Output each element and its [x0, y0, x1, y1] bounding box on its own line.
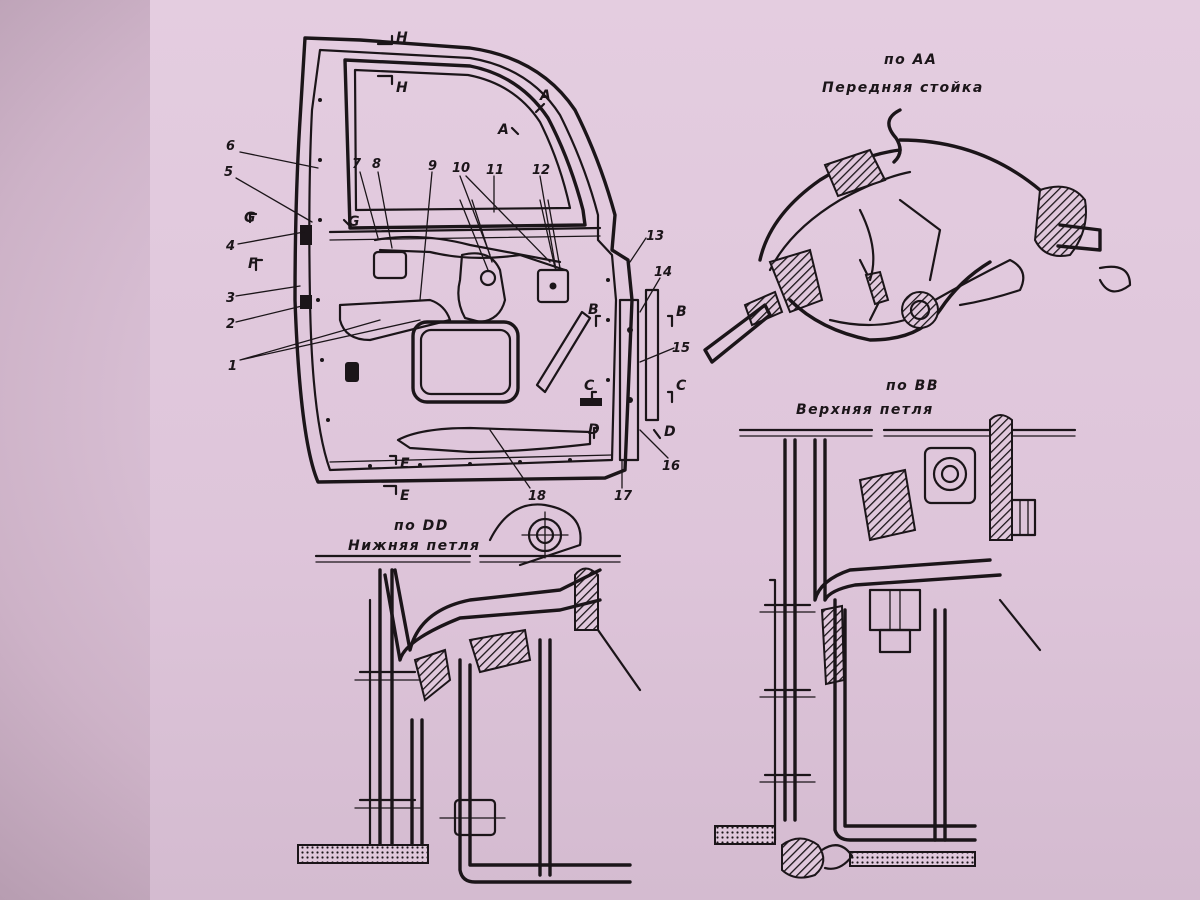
section-mark-g-right: G [348, 214, 360, 230]
callout-7: 7 [352, 157, 362, 172]
section-bb-title: Верхняя петля [796, 402, 934, 418]
callout-13: 13 [646, 229, 664, 244]
section-mark-d-left: D [588, 422, 600, 438]
section-mark-e-bottom: E [400, 488, 410, 504]
section-dd-title: Нижняя петля [348, 538, 481, 554]
section-mark-e-top: E [400, 456, 410, 472]
callout-12: 12 [532, 163, 550, 178]
callout-4: 4 [225, 239, 235, 254]
callout-6: 6 [226, 139, 235, 154]
section-mark-g-left: G [244, 210, 256, 226]
callout-17: 17 [614, 489, 633, 504]
section-dd-lower-hinge: по DD Нижняя петля [297, 503, 642, 884]
section-mark-c-right: C [676, 378, 687, 394]
callout-15: 15 [672, 341, 690, 356]
callout-8: 8 [372, 157, 381, 172]
section-mark-b-right: B [676, 304, 687, 320]
section-dd-ref: по DD [394, 518, 449, 534]
section-mark-c-left: C [584, 378, 595, 394]
callout-3: 3 [226, 291, 235, 306]
callout-9: 9 [428, 159, 437, 174]
door-elevation: 1 2 3 4 5 6 7 8 9 10 11 12 13 14 15 16 1… [224, 30, 690, 504]
section-mark-d-right: D [664, 424, 676, 440]
callout-16: 16 [662, 459, 680, 474]
rivets [316, 98, 610, 468]
section-mark-h-top: H [396, 30, 408, 46]
section-bb-ref: по ВВ [886, 378, 939, 394]
section-mark-a-top: A [539, 88, 551, 104]
callout-2: 2 [226, 317, 235, 332]
section-aa-title: Передняя стойка [822, 80, 984, 96]
callout-14: 14 [654, 265, 672, 280]
callout-1: 1 [228, 359, 237, 374]
section-bb-upper-hinge: по ВВ Верхняя петля [714, 378, 1077, 879]
callout-18: 18 [528, 489, 546, 504]
section-mark-h-bottom: H [396, 80, 408, 96]
section-mark-a-bottom: A [497, 122, 509, 138]
callout-11: 11 [486, 163, 504, 178]
callout-5: 5 [224, 165, 233, 180]
section-mark-f: F [248, 256, 258, 272]
callout-10: 10 [452, 161, 470, 176]
section-aa-front-pillar: по АА Передняя стойка [703, 52, 1132, 364]
section-mark-b-left: B [588, 302, 599, 318]
section-aa-ref: по АА [884, 52, 937, 68]
